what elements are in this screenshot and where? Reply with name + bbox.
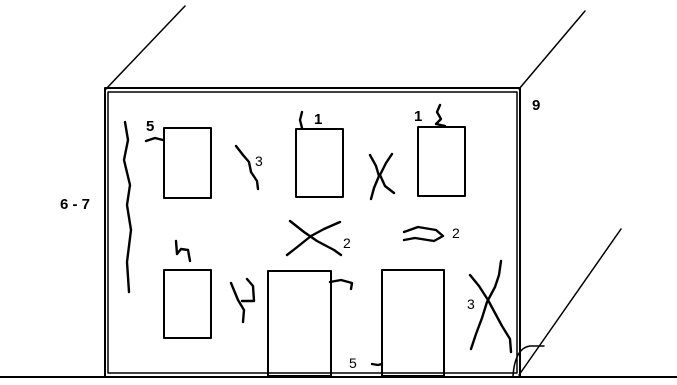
crack-x-lower-b [469, 259, 503, 351]
door-left [267, 270, 332, 377]
crack-squiggle-right [402, 225, 445, 243]
label-crack-mid: 2 [343, 235, 351, 251]
label-roof-corner: 9 [532, 97, 540, 114]
crack-mark-window-top-left [144, 136, 165, 143]
crack-mark-lower-left [174, 239, 192, 263]
label-crack-lower-right: 3 [467, 296, 475, 312]
corner-base-mark [512, 345, 545, 377]
label-crack-mid-right: 2 [452, 225, 460, 241]
label-window-top-right: 1 [414, 108, 422, 125]
crack-mark-window-top-right [434, 103, 447, 128]
door-right [381, 269, 445, 377]
crack-x-mid-b [285, 220, 342, 257]
window-upper-right [417, 126, 466, 197]
label-crack-upper-left: 3 [255, 153, 263, 169]
crack-x-upper-a [368, 153, 381, 201]
crack-x-mid-a [288, 219, 343, 257]
window-upper-middle [295, 128, 344, 198]
crack-mark-door-left-top [328, 278, 354, 291]
label-window-top-middle: 1 [314, 111, 322, 128]
crack-mark-lower-middle [229, 277, 256, 324]
label-window-top-left: 5 [146, 118, 154, 135]
crack-mark-window-top-middle [298, 110, 304, 130]
crack-x-lower-a [468, 273, 513, 354]
roof-left-edge [105, 5, 186, 90]
window-upper-left [163, 127, 212, 199]
roof-right-edge [518, 10, 586, 90]
side-wall-edge [518, 228, 622, 376]
facade-inner-edge [107, 91, 518, 374]
height-bracket-mark [122, 120, 133, 294]
label-door-bottom: 5 [349, 355, 357, 371]
window-lower-left [163, 269, 212, 339]
crack-x-upper-b [378, 152, 396, 195]
crack-mark-door-bottom [370, 362, 384, 367]
crack-mark-upper-left [234, 144, 260, 191]
label-wall-height: 6 - 7 [60, 196, 90, 213]
